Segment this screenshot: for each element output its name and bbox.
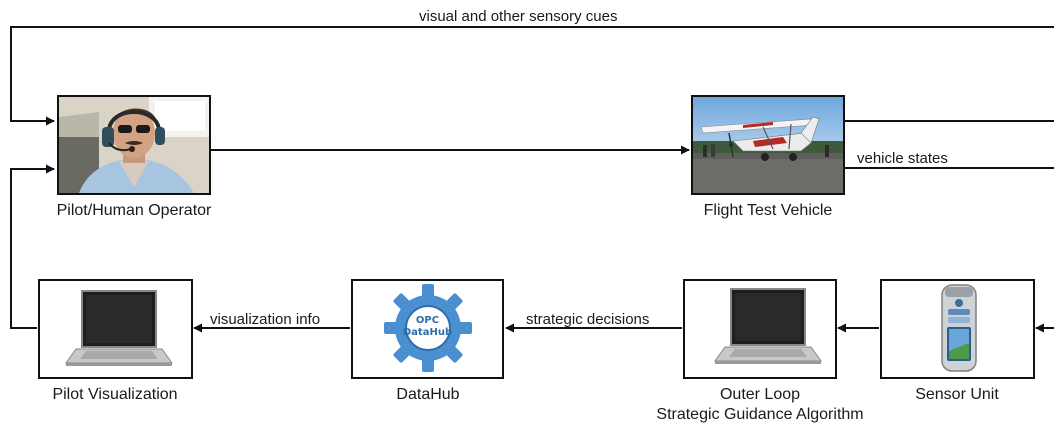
datahub-box: OPC DataHub [351, 279, 504, 379]
pilot-operator-photo [57, 95, 211, 195]
flight-vehicle-photo [691, 95, 845, 195]
datahub-logo-text-2: DataHub [402, 327, 453, 338]
pilot-visualization-box [38, 279, 193, 379]
pilot-image [59, 97, 209, 193]
datahub-label: DataHub [396, 386, 460, 403]
edge-label-visualization-info: visualization info [210, 311, 321, 328]
aircraft-image [693, 97, 843, 193]
sensor-unit-box [880, 279, 1035, 379]
outer-loop-box [683, 279, 837, 379]
gps-device-icon [941, 284, 977, 372]
outer-loop-label-line2: Strategic Guidance Algorithm [656, 406, 864, 423]
outer-loop-label-line1: Outer Loop [719, 386, 801, 403]
pilot-visualization-label: Pilot Visualization [52, 386, 178, 403]
laptop-icon [714, 288, 822, 364]
visualization-feedback-line [10, 164, 55, 329]
edge-label-visual-cues: visual and other sensory cues [419, 8, 618, 25]
edge-label-strategic-decisions: strategic decisions [526, 311, 650, 328]
laptop-icon [65, 290, 173, 366]
visual-cues-line [10, 26, 1054, 126]
edge-label-vehicle-states: vehicle states [857, 150, 948, 167]
sensor-unit-label: Sensor Unit [915, 386, 999, 403]
flight-vehicle-label: Flight Test Vehicle [703, 202, 833, 219]
gear-icon [384, 284, 472, 372]
pilot-operator-label: Pilot/Human Operator [56, 202, 212, 219]
datahub-logo-text-1: OPC [415, 315, 440, 326]
